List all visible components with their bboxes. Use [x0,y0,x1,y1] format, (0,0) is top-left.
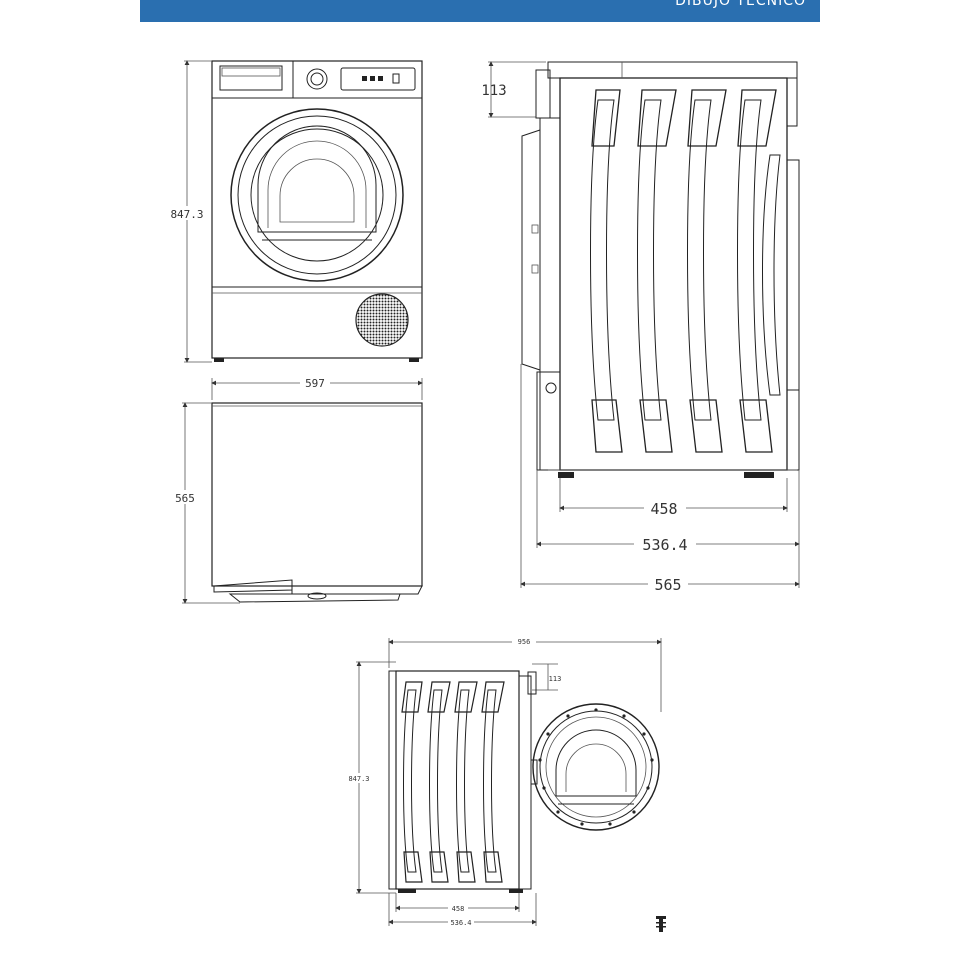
top-view: 597 565 [170,376,423,604]
side-ribs [590,89,781,453]
door-dim-536: 536.4 [450,919,471,927]
door-open-view: 956 113 [345,636,662,927]
front-view: 847.3 [168,60,423,363]
ventilation-grille [355,293,409,347]
side-dim-458: 458 [650,500,677,518]
side-view: 113 [481,61,800,594]
side-door-profile [521,129,541,371]
open-door-ring [532,703,660,831]
open-door-window [555,729,637,797]
door-inner-window [257,125,377,233]
top-depth-label: 565 [175,492,195,505]
top-width-label: 597 [305,377,325,390]
door-width-label: 956 [518,638,531,646]
door-view-ribs [401,681,505,883]
door-outer-ring [230,108,404,282]
door-top-label: 113 [549,675,562,683]
display-panel [340,67,416,91]
brand-logo [656,916,666,932]
side-dim-565: 565 [654,576,681,594]
front-body-outline [211,60,423,359]
header-bar: DIBUJO TÉCNICO [140,0,820,22]
program-knob [306,68,328,90]
door-height-label: 847.3 [348,775,369,783]
side-top-label: 113 [481,83,506,99]
detergent-drawer [219,65,283,91]
door-dim-458: 458 [452,905,465,913]
side-dim-536: 536.4 [642,536,687,554]
header-title: DIBUJO TÉCNICO [675,0,806,9]
top-body-outline [211,402,423,587]
front-height-label: 847.3 [170,208,203,221]
